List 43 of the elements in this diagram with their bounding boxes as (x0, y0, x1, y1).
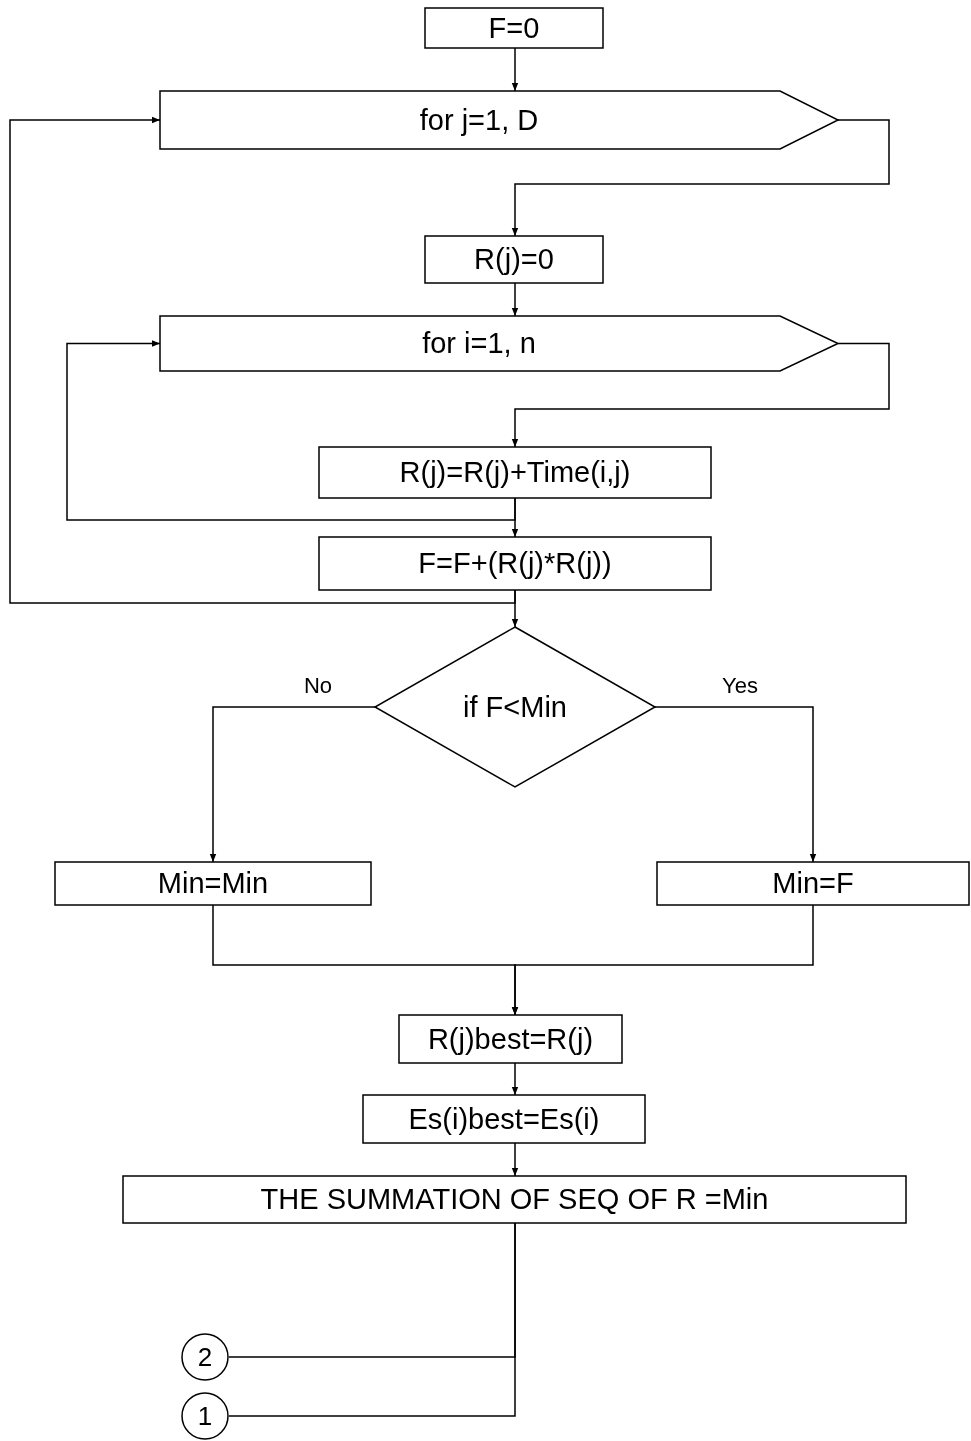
arrow (9, 116, 516, 604)
process-box (319, 537, 711, 590)
node-text: R(j)best=R(j) (427, 1024, 594, 1054)
node-text: Min=Min (157, 869, 269, 898)
node-text: R(j)=R(j)+Time(i,j) (399, 458, 631, 487)
loop-box (160, 91, 838, 149)
connector-circle (181, 1333, 229, 1381)
arrow (511, 904, 814, 1016)
connector-number: 1 (197, 1403, 213, 1429)
arrow (511, 342, 890, 448)
node-text: Min=F (772, 869, 854, 898)
node-text: THE SUMMATION OF SEQ OF R =Min (260, 1185, 769, 1214)
process-box (123, 1176, 906, 1223)
connector-circle (181, 1392, 229, 1440)
arrow (209, 706, 376, 863)
process-box (425, 8, 603, 48)
node-text: F=0 (488, 13, 540, 43)
process-box (319, 447, 711, 498)
connector-number: 2 (197, 1344, 213, 1370)
arrow (511, 282, 519, 317)
arrow (511, 589, 519, 628)
decision-diamond (375, 627, 655, 787)
process-box (399, 1015, 622, 1063)
process-box (657, 862, 969, 905)
arrow (511, 1062, 519, 1096)
arrow (511, 1142, 519, 1177)
loop-box (160, 316, 838, 371)
node-text: for j=1, D (419, 105, 539, 135)
arrow (511, 47, 519, 92)
process-box (425, 236, 603, 283)
node-text: for i=1, n (422, 329, 536, 358)
edge-label: Yes (722, 675, 758, 697)
node-text: Es(i)best=Es(i) (408, 1104, 600, 1134)
arrow (654, 706, 817, 863)
node-text: R(j)=0 (474, 245, 554, 274)
node-text: F=F+(R(j)*R(j)) (418, 549, 612, 578)
process-box (55, 862, 371, 905)
node-text: if F<Min (463, 692, 567, 722)
connector-line (228, 1222, 516, 1417)
arrow (66, 340, 516, 521)
arrow (511, 119, 890, 237)
process-box (363, 1095, 645, 1143)
edge-label: No (303, 675, 333, 697)
